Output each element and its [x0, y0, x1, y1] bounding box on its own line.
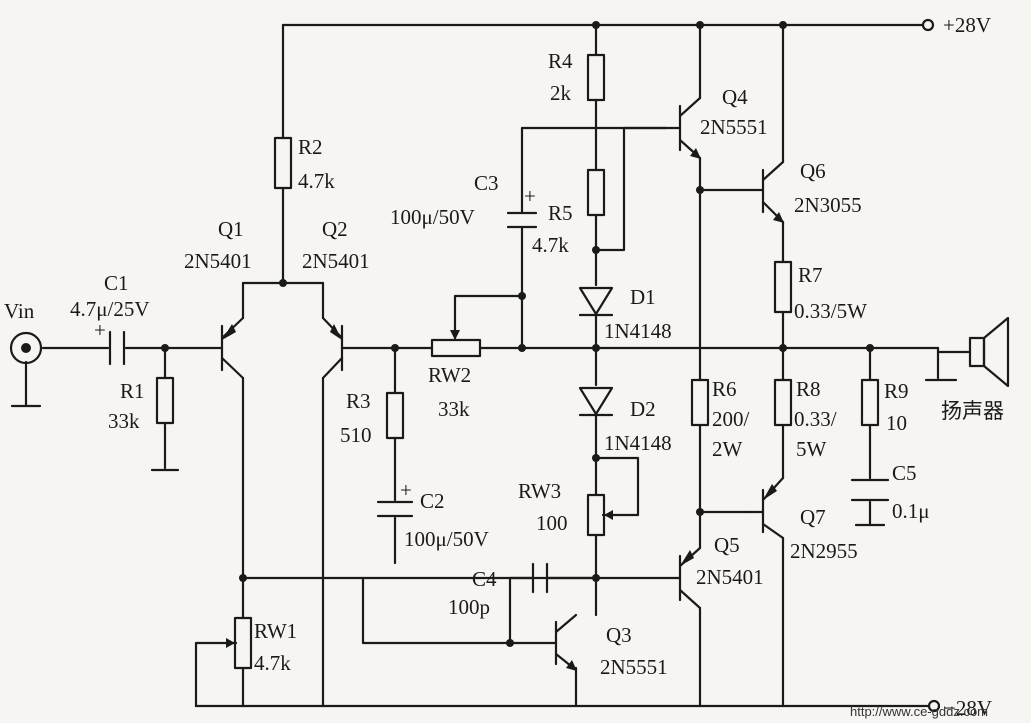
rw1-value: 4.7k	[254, 651, 291, 675]
r5-resistor-icon	[586, 168, 606, 217]
watermark: http://www.ce-gddz.com	[850, 704, 988, 719]
svg-text:+: +	[400, 478, 412, 502]
c3-name: C3	[474, 171, 499, 195]
q2-name: Q2	[322, 217, 348, 241]
c1-name: C1	[104, 271, 129, 295]
speaker-label: 扬声器	[941, 399, 1004, 423]
q3-part: 2N5551	[600, 655, 668, 679]
r8-value-line1: 0.33/	[794, 407, 837, 431]
rw2-potentiometer-icon	[430, 330, 482, 358]
r6-value-line2: 2W	[712, 437, 743, 461]
q7-part: 2N2955	[790, 539, 858, 563]
r3-value: 510	[340, 423, 372, 447]
r5-name: R5	[548, 201, 573, 225]
r6-value-line1: 200/	[712, 407, 750, 431]
r2-resistor-icon	[273, 136, 293, 190]
c4-capacitor-icon	[531, 562, 549, 594]
r4-resistor-icon	[586, 53, 606, 102]
q4-name: Q4	[722, 85, 748, 109]
rw2-name: RW2	[428, 363, 471, 387]
q5-transistor-icon	[674, 546, 702, 610]
svg-text:+: +	[94, 318, 106, 342]
d2-part: 1N4148	[604, 431, 672, 455]
c2-name: C2	[420, 489, 445, 513]
rw1-name: RW1	[254, 619, 297, 643]
r8-value-line2: 5W	[796, 437, 827, 461]
q7-name: Q7	[800, 505, 826, 529]
r9-name: R9	[884, 379, 909, 403]
q1-transistor-icon	[220, 316, 245, 380]
junction-dots	[161, 21, 874, 647]
polarity-marks: + + +	[94, 184, 536, 502]
c4-name: C4	[472, 567, 497, 591]
r2-value: 4.7k	[298, 169, 335, 193]
r9-resistor-icon	[860, 378, 880, 427]
r6-name: R6	[712, 377, 737, 401]
rw3-value: 100	[536, 511, 568, 535]
q6-name: Q6	[800, 159, 826, 183]
wires	[10, 23, 958, 708]
q6-transistor-icon	[746, 160, 785, 224]
q7-transistor-icon	[746, 476, 785, 540]
q6-part: 2N3055	[794, 193, 862, 217]
q2-transistor-icon	[321, 316, 344, 380]
c5-name: C5	[892, 461, 917, 485]
r4-name: R4	[548, 49, 573, 73]
pos-supply-terminal-icon	[921, 18, 935, 32]
r4-value: 2k	[550, 81, 572, 105]
q5-part: 2N5401	[696, 565, 764, 589]
q3-name: Q3	[606, 623, 632, 647]
r1-resistor-icon	[155, 376, 175, 425]
r3-resistor-icon	[385, 391, 405, 440]
r2-name: R2	[298, 135, 323, 159]
c2-value: 100μ/50V	[404, 527, 489, 551]
d1-diode-icon	[578, 286, 614, 317]
rw3-potentiometer-icon	[586, 493, 613, 537]
r8-name: R8	[796, 377, 821, 401]
r7-name: R7	[798, 263, 823, 287]
r8-resistor-icon	[773, 378, 793, 427]
d2-name: D2	[630, 397, 656, 421]
vin-label: Vin	[4, 299, 35, 323]
r1-value: 33k	[108, 409, 140, 433]
r5-value: 4.7k	[532, 233, 569, 257]
d1-part: 1N4148	[604, 319, 672, 343]
c3-value: 100μ/50V	[390, 205, 475, 229]
c3-capacitor-icon	[506, 211, 538, 229]
q1-name: Q1	[218, 217, 244, 241]
r7-value: 0.33/5W	[794, 299, 867, 323]
rw2-value: 33k	[438, 397, 470, 421]
r7-resistor-icon	[773, 260, 793, 314]
rw3-name: RW3	[518, 479, 561, 503]
c5-value: 0.1μ	[892, 499, 930, 523]
q4-part: 2N5551	[700, 115, 768, 139]
svg-text:+: +	[524, 184, 536, 208]
q3-transistor-icon	[543, 613, 578, 672]
r6-resistor-icon	[690, 378, 710, 427]
r3-name: R3	[346, 389, 371, 413]
speaker-icon	[936, 316, 1010, 388]
d1-name: D1	[630, 285, 656, 309]
vin-connector-icon	[9, 331, 43, 365]
r1-name: R1	[120, 379, 145, 403]
c2-capacitor-icon	[376, 500, 414, 518]
d2-diode-icon	[578, 386, 614, 417]
rw1-potentiometer-icon	[226, 616, 253, 670]
q1-part: 2N5401	[184, 249, 252, 273]
c1-capacitor-icon	[108, 330, 126, 366]
c1-value: 4.7μ/25V	[70, 297, 150, 321]
r9-value: 10	[886, 411, 907, 435]
neg-supply-label: −28V	[944, 696, 992, 720]
c4-value: 100p	[448, 595, 490, 619]
q4-transistor-icon	[664, 96, 702, 160]
q5-name: Q5	[714, 533, 740, 557]
q2-part: 2N5401	[302, 249, 370, 273]
neg-supply-terminal-icon	[927, 699, 941, 713]
c5-capacitor-icon	[850, 478, 890, 527]
pos-supply-label: +28V	[943, 13, 991, 37]
